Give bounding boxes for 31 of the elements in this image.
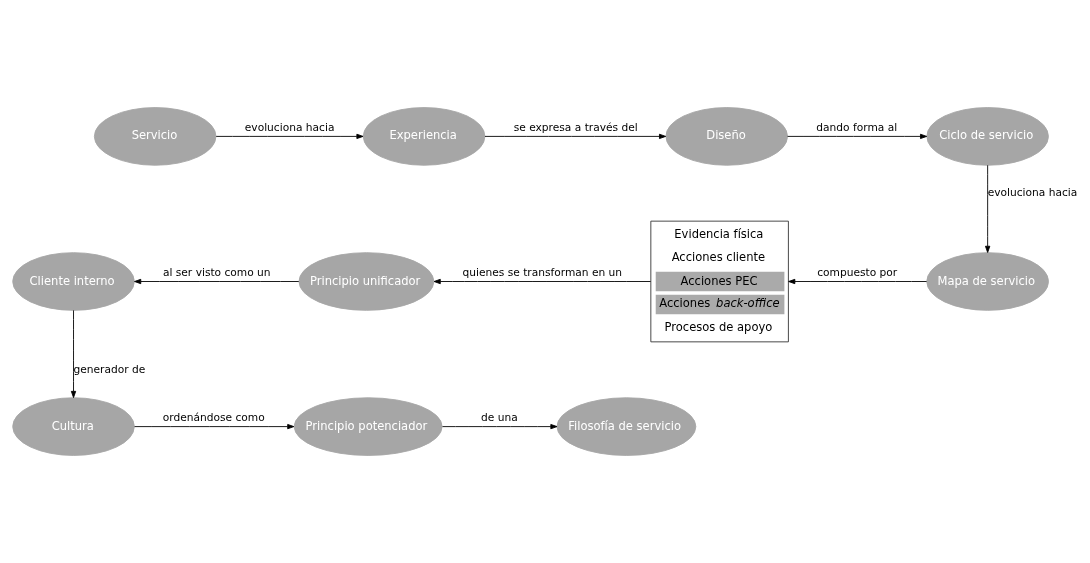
edge-label: se expresa a través del xyxy=(513,120,638,134)
node-box: Evidencia física Acciones cliente Acciones PEC Acciones back-office Procesos de apoyo xyxy=(650,220,789,343)
edge-label: evoluciona hacia xyxy=(244,120,335,134)
arrow xyxy=(134,278,300,285)
edge-label: al ser visto como un xyxy=(162,265,271,279)
node-ellipse: Ciclo de servicio xyxy=(926,107,1049,166)
edge-label: generador de xyxy=(73,362,146,376)
edge-label: quienes se transforman en un xyxy=(462,265,623,279)
arrow xyxy=(215,133,364,139)
edge-label: dando forma al xyxy=(816,120,898,134)
edge-label: de una xyxy=(481,410,518,424)
arrow xyxy=(70,309,77,398)
arrow xyxy=(433,278,652,285)
arrow xyxy=(484,133,667,139)
node-ellipse: Cliente interno xyxy=(12,252,135,311)
arrow xyxy=(134,424,295,430)
node-ellipse: Principio unificador xyxy=(298,252,435,311)
node-ellipse: Mapa de servicio xyxy=(926,252,1049,311)
node-ellipse: Diseño xyxy=(665,107,788,166)
node-ellipse: Servicio xyxy=(93,107,217,166)
edge-label: evoluciona hacia xyxy=(987,185,1078,199)
arrow xyxy=(787,133,928,139)
arrow xyxy=(985,164,991,253)
arrow xyxy=(788,278,928,285)
edge-label: compuesto por xyxy=(817,265,898,279)
node-ellipse: Experiencia xyxy=(362,107,486,166)
node-ellipse: Filosofía de servicio xyxy=(556,397,697,456)
node-ellipse: Principio potenciador xyxy=(293,397,443,456)
node-ellipse: Cultura xyxy=(12,397,135,456)
arrow xyxy=(442,424,558,430)
edge-label: ordenándose como xyxy=(162,410,265,424)
